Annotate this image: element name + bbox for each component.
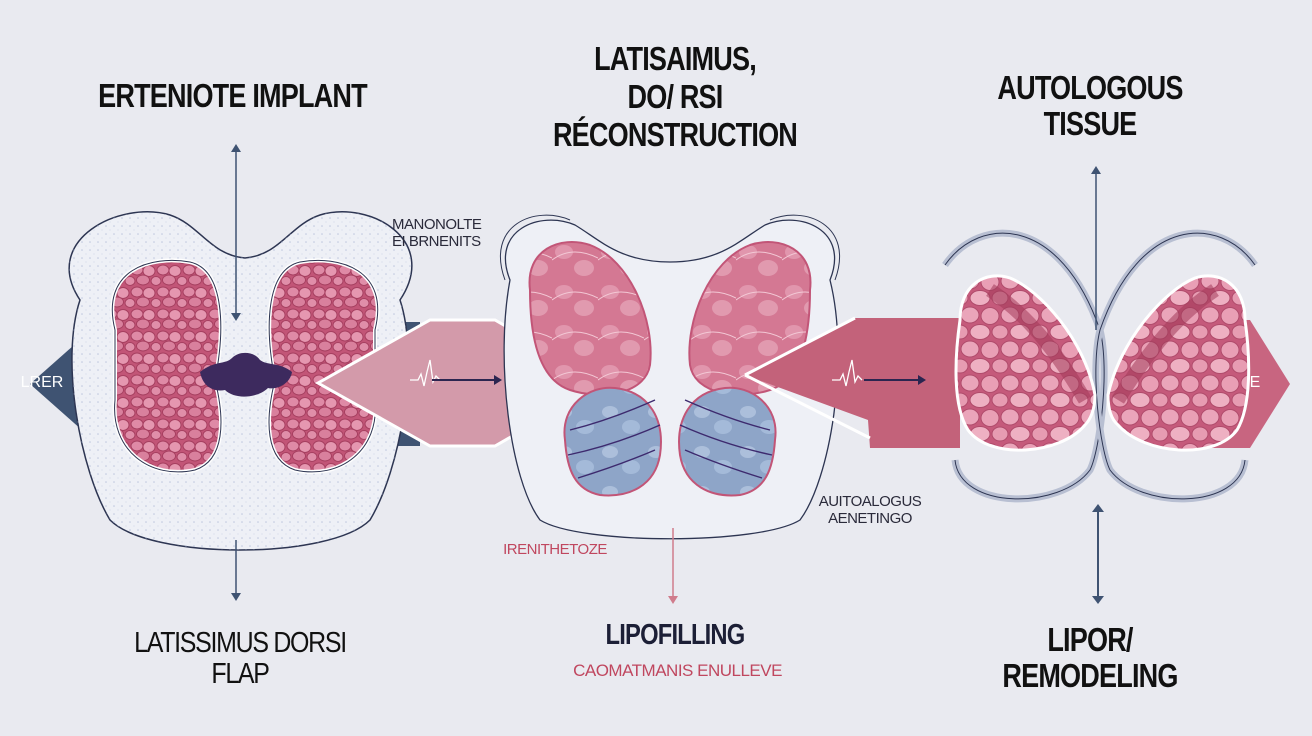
connector-arrow-dark — [745, 318, 960, 448]
bottom-label-implant: LATISSIMUS DORSI FLAP — [134, 627, 347, 691]
stage-title-reconstruction: LATISAIMUS, DO/ RSI RÉCONSTRUCTION — [552, 40, 798, 153]
pink-note-reconstruction: IRENITHETOZE — [503, 541, 607, 558]
arrow-down-implant — [231, 540, 241, 601]
arrow-up-implant — [231, 144, 241, 321]
side-note-autologous: AUITOALOGUS AENETINGO — [818, 493, 922, 528]
stage-autologous-illustration — [942, 229, 1258, 503]
stage-title-autologous: AUTOLOGOUS TISSUE — [997, 69, 1183, 142]
arrow-double-remodeling — [1092, 504, 1104, 604]
right-arrow-label: E — [1249, 374, 1261, 391]
tissue-lobe-right — [1106, 274, 1251, 452]
stage-title-implant: ERTENIOTE IMPLANT — [98, 77, 368, 114]
implant-blue-left — [563, 386, 662, 497]
tissue-lobe-left — [528, 241, 652, 396]
side-note-reconstruction: MANONOLTE EI BRNENITS — [392, 216, 482, 251]
left-arrow-label: LRER — [20, 374, 64, 391]
arrow-up-autologous — [1091, 166, 1101, 330]
tissue-lobe-left — [954, 274, 1097, 452]
bottom-sublabel-lipofilling: CAOMATMANIS ENULLEVE — [573, 661, 782, 680]
implant-blue-right — [678, 386, 777, 497]
implant-core — [200, 352, 292, 397]
flow-arrow-icon — [864, 375, 926, 385]
pulse-icon — [832, 359, 863, 387]
pulse-icon — [410, 359, 441, 387]
bottom-label-lipofilling: LIPOFILLING — [605, 619, 746, 651]
tissue-lobe-left — [110, 258, 223, 474]
flow-arrow-icon — [432, 375, 502, 385]
arrow-down-lipofilling — [668, 528, 678, 604]
stage-implant-illustration — [68, 211, 413, 551]
bottom-label-remodeling: LIPOR/ REMODELING — [1002, 621, 1178, 694]
